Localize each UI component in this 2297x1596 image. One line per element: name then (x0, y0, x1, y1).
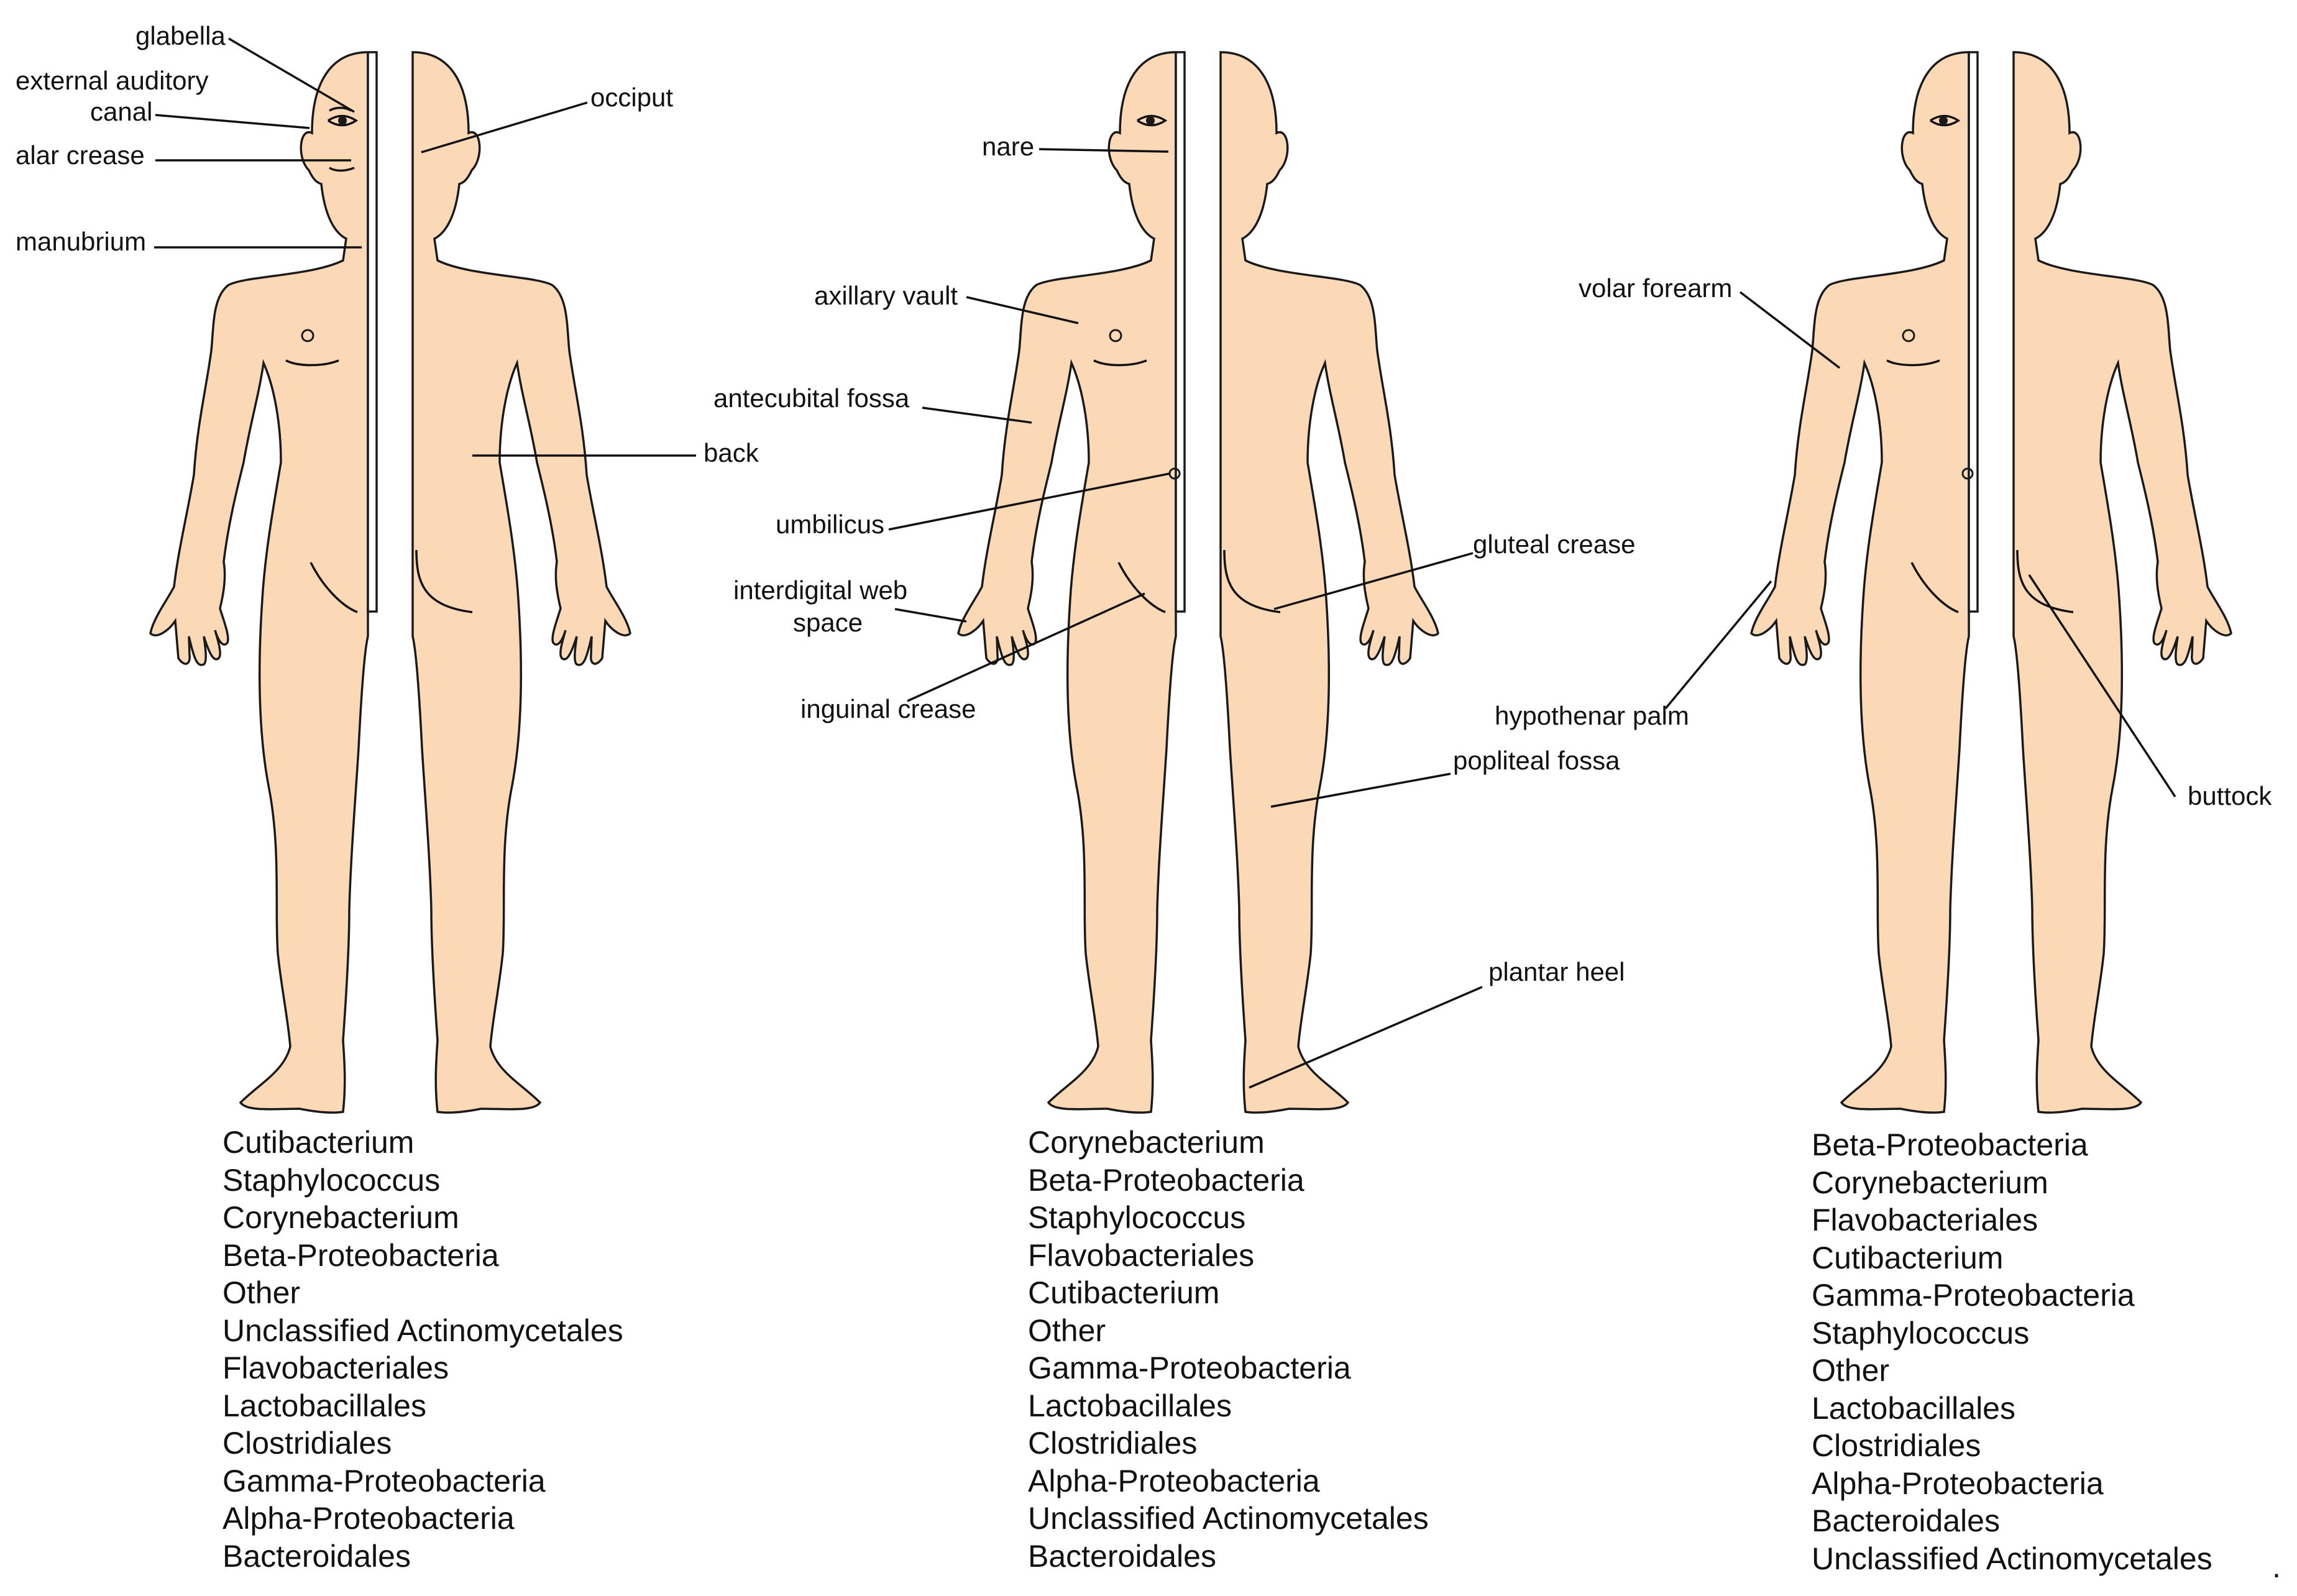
leader-lines (154, 37, 2176, 1089)
label-interdigital-web-space: space (793, 608, 863, 637)
leader-popliteal-fossa (1270, 773, 1451, 808)
figure-2-front-half (957, 51, 1186, 1114)
leader-external-auditory-canal (155, 114, 310, 129)
leader-interdigital-web (894, 608, 967, 623)
leader-antecubital-fossa (922, 406, 1032, 424)
leader-nare (1038, 148, 1169, 153)
leader-umbilicus (888, 472, 1170, 531)
label-external-auditory-canal: canal (90, 97, 152, 126)
label-plantar-heel: plantar heel (1488, 957, 1625, 986)
leader-buttock (2028, 574, 2176, 797)
label-umbilicus: umbilicus (776, 510, 884, 539)
figure-2-back-half (1219, 51, 1439, 1114)
label-back: back (704, 438, 759, 467)
leader-volar-forearm (1739, 291, 1841, 369)
leader-plantar-heel (1249, 986, 1483, 1089)
label-manubrium: manubrium (16, 227, 146, 256)
label-glabella: glabella (135, 21, 226, 50)
label-antecubital-fossa: antecubital fossa (713, 383, 910, 413)
label-gluteal-crease: gluteal crease (1473, 530, 1636, 559)
leader-axillary-vault (966, 296, 1079, 324)
figure-3-back-half (2012, 51, 2232, 1114)
leader-occiput (421, 101, 588, 154)
figure-1-front-half (149, 51, 378, 1114)
label-interdigital-web: interdigital web (733, 576, 907, 605)
leader-hypothenar-palm (1664, 580, 1772, 710)
label-nare: nare (982, 132, 1034, 161)
label-axillary-vault: axillary vault (814, 281, 958, 310)
figure-1-back-half (411, 51, 631, 1114)
leader-gluteal-crease (1273, 552, 1474, 610)
label-buttock: buttock (2188, 781, 2272, 810)
label-inguinal-crease: inguinal crease (800, 694, 976, 723)
label-alar-crease: alar crease (16, 140, 145, 170)
label-popliteal-fossa: popliteal fossa (1453, 746, 1620, 775)
label-volar-forearm: volar forearm (1579, 273, 1732, 303)
leader-inguinal-crease (907, 592, 1145, 702)
label-occiput: occiput (590, 83, 673, 112)
figure-3-front-half (1750, 51, 1979, 1114)
leader-glabella (228, 37, 355, 113)
labels: glabella external auditory canal alar cr… (16, 21, 2272, 986)
label-external-auditory: external auditory (16, 66, 209, 95)
label-hypothenar-palm: hypothenar palm (1495, 701, 1689, 730)
